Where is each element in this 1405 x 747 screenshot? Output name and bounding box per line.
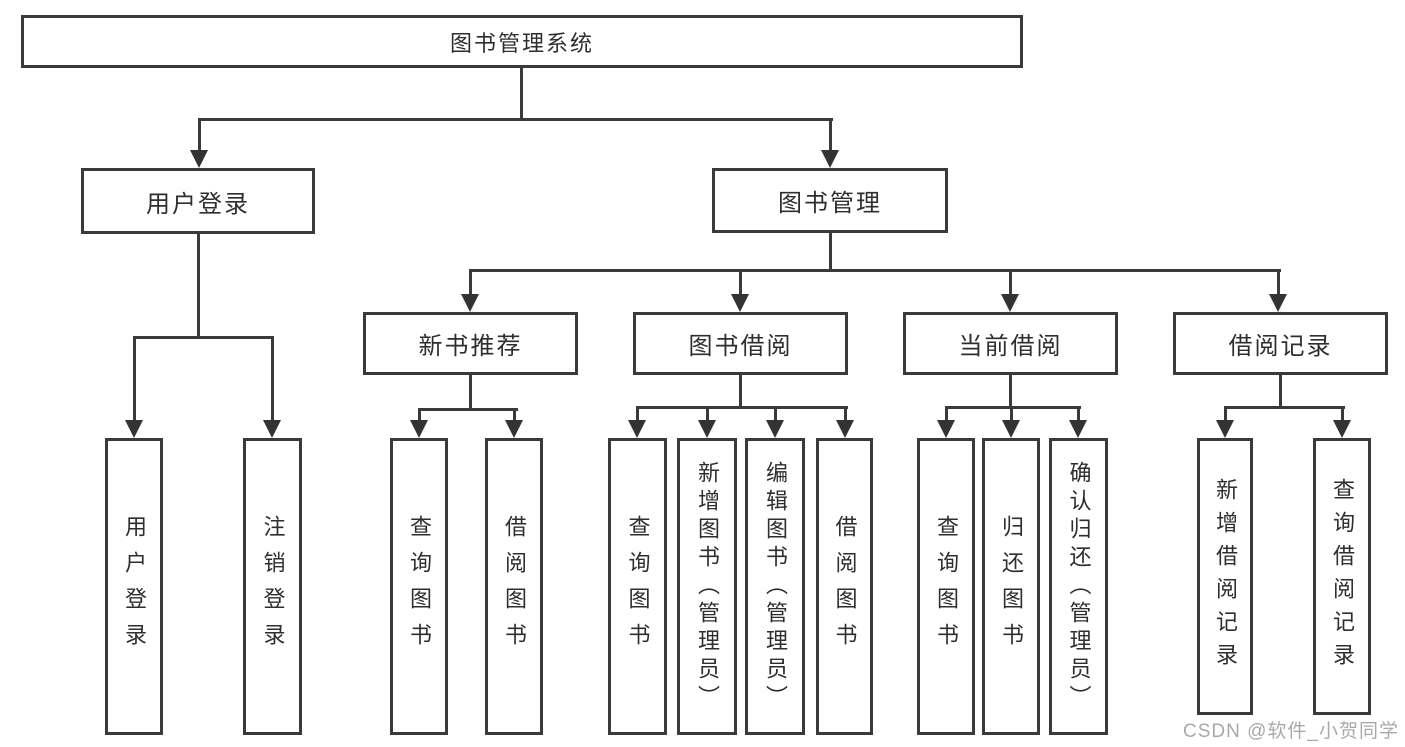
edge-drop-node [1009,269,1012,297]
edge-drop-leaf [844,406,847,422]
edge-drop-book-management [829,118,832,152]
leaf-label: 编辑图书（管理员） [763,460,788,713]
leaf-logout: 注销登录 [243,438,302,735]
arrow-down-icon [1001,294,1019,312]
edge-drop-leaf [418,408,421,422]
leaf-add-book-admin: 新增图书（管理员） [677,438,737,735]
edge-drop-leaf [945,406,948,422]
arrow-down-icon [190,150,208,168]
arrow-down-icon [1069,420,1087,438]
leaf-query-borrow-record: 查询借阅记录 [1313,438,1371,715]
leaf-query-books-recommend: 查询图书 [390,438,448,735]
node-user-login: 用户登录 [81,168,315,234]
leaf-label: 确认归还（管理员） [1066,460,1092,713]
arrow-down-icon [505,420,523,438]
arrow-down-icon [1216,420,1234,438]
edge-drop-node [1277,269,1280,297]
node-label: 图书管理 [778,190,882,217]
leaf-label: 查询借阅记录 [1330,477,1355,676]
edge-current-split [945,406,1081,409]
arrow-down-icon [1002,420,1020,438]
edge-borrow-split [636,406,848,409]
leaf-label: 查询图书 [934,514,959,659]
node-borrow-records: 借阅记录 [1173,312,1388,375]
edge-records-split [1224,406,1345,409]
edge-drop-leaf [1077,406,1080,422]
leaf-label: 用户登录 [122,514,147,659]
edge-root-split [198,118,833,121]
leaf-label: 借阅图书 [502,514,527,659]
edge-drop-leaf [513,408,516,422]
arrow-down-icon [628,420,646,438]
edge-drop-leaf [636,406,639,422]
edge-recommend-stem [469,375,472,411]
leaf-add-borrow-record: 新增借阅记录 [1197,438,1253,715]
node-label: 图书借阅 [688,333,793,360]
node-label: 当前借阅 [958,333,1063,360]
arrow-down-icon [461,294,479,312]
arrow-down-icon [937,420,955,438]
edge-drop-leaf [1341,406,1344,422]
arrow-down-icon [731,294,749,312]
edge-drop-user-login [198,118,201,152]
node-label: 借阅记录 [1228,333,1333,360]
arrow-down-icon [821,150,839,168]
leaf-label: 注销登录 [260,514,286,659]
node-book-borrow: 图书借阅 [633,312,848,375]
csdn-watermark: CSDN @软件_小贺同学 [1183,721,1399,742]
arrow-down-icon [766,420,784,438]
edge-book-mgmt-stem [829,233,832,272]
node-label: 新书推荐 [418,333,523,360]
leaf-label: 查询图书 [625,514,651,659]
edge-drop-leaf [706,406,709,422]
edge-drop-node [469,269,472,297]
edge-user-login-stem [197,234,200,339]
node-book-management: 图书管理 [712,168,948,233]
leaf-borrow-books-recommend: 借阅图书 [485,438,543,735]
edge-drop-leaf [774,406,777,422]
leaf-confirm-return-admin: 确认归还（管理员） [1049,438,1108,735]
edge-borrow-stem [739,375,742,409]
arrow-down-icon [1333,420,1351,438]
arrow-down-icon [263,420,281,438]
leaf-edit-book-admin: 编辑图书（管理员） [745,438,805,735]
edge-book-mgmt-split [469,269,1281,272]
node-label: 用户登录 [146,190,250,218]
node-label: 图书管理系统 [449,30,594,56]
leaf-label: 归还图书 [999,514,1024,659]
arrow-down-icon [125,420,143,438]
leaf-return-book: 归还图书 [982,438,1040,735]
leaf-query-books-borrow: 查询图书 [608,438,667,735]
leaf-label: 查询图书 [407,514,432,659]
edge-root-stem [520,68,523,119]
edge-current-stem [1009,375,1012,409]
node-library-system: 图书管理系统 [21,15,1023,68]
leaf-label: 借阅图书 [832,514,858,659]
leaf-user-login: 用户登录 [105,438,163,735]
edge-drop-leaf [133,336,136,422]
edge-drop-leaf [271,336,274,422]
arrow-down-icon [410,420,428,438]
edge-user-login-split [133,336,274,339]
arrow-down-icon [1269,294,1287,312]
edge-records-stem [1279,375,1282,409]
node-new-book-recommend: 新书推荐 [363,312,578,375]
edge-drop-node [739,269,742,297]
edge-drop-leaf [1010,406,1013,422]
leaf-label: 新增借阅记录 [1213,477,1238,676]
arrow-down-icon [698,420,716,438]
leaf-borrow-books: 借阅图书 [816,438,873,735]
leaf-query-books-current: 查询图书 [917,438,975,735]
arrow-down-icon [836,420,854,438]
leaf-label: 新增图书（管理员） [695,460,720,713]
edge-drop-leaf [1224,406,1227,422]
node-current-borrow: 当前借阅 [903,312,1118,375]
edge-recommend-split [418,408,518,411]
